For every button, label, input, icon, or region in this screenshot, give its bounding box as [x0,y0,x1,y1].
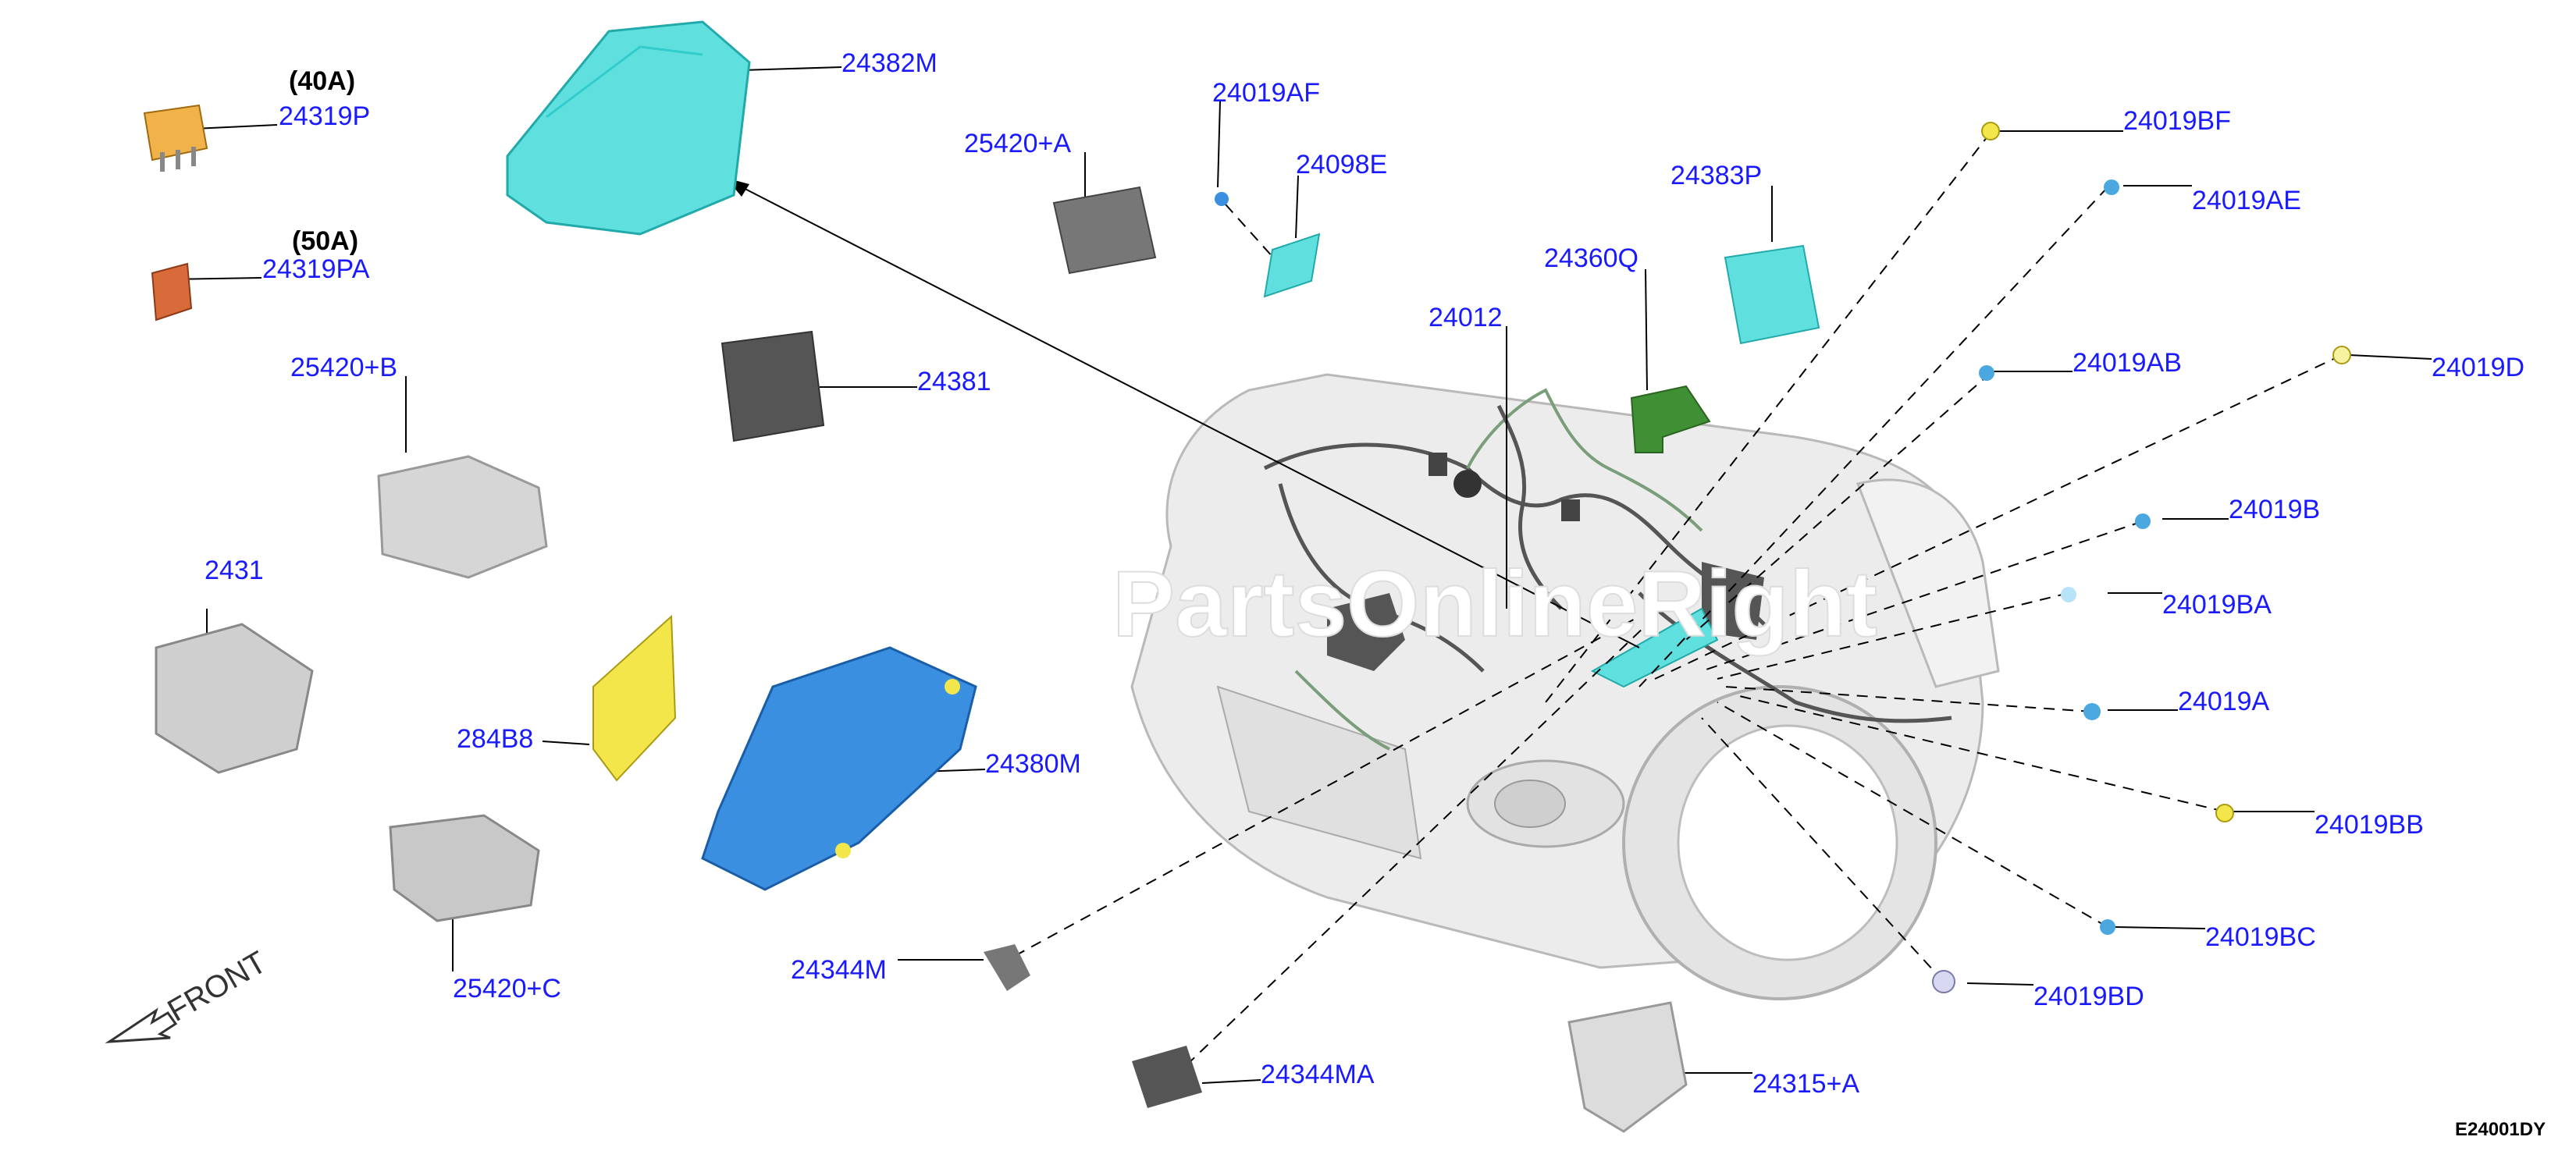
watermark-text: PartsOnlineRight [1112,552,1877,656]
bracket-24360Q[interactable] [1630,385,1711,453]
wiring-harness [1263,388,1952,751]
label-24019AB[interactable]: 24019AB [2073,348,2182,378]
clip-24344MA[interactable] [1132,1046,1202,1108]
label-24319PA[interactable]: 24319PA [262,254,370,284]
label-24019BD[interactable]: 24019BD [2033,982,2144,1011]
label-24381[interactable]: 24381 [917,367,991,396]
label-24019A[interactable]: 24019A [2178,687,2270,716]
label-24380M[interactable]: 24380M [985,749,1081,779]
rating-50a: (50A) [292,226,358,256]
label-2431[interactable]: 2431 [205,556,264,585]
label-24315A[interactable]: 24315+A [1752,1069,1859,1099]
clip-24019BC[interactable] [2100,919,2115,935]
label-24382M[interactable]: 24382M [841,48,938,78]
label-24019AF[interactable]: 24019AF [1212,78,1320,108]
fuse-box-lower-24315A[interactable] [1567,1001,1688,1133]
label-24019BB[interactable]: 24019BB [2314,810,2424,840]
label-24098E[interactable]: 24098E [1296,150,1387,179]
clip-24019A[interactable] [2083,703,2101,720]
label-25420B[interactable]: 25420+B [290,353,397,382]
connector-24383P[interactable] [1724,244,1820,345]
bracket-25420B[interactable] [377,455,548,579]
fuse-box-cover-24382M[interactable] [506,20,751,236]
label-24019BF[interactable]: 24019BF [2123,106,2231,136]
bracket-24098E[interactable] [1263,233,1321,298]
label-24344MA[interactable]: 24344MA [1261,1060,1375,1089]
tire [1622,685,1937,1000]
front-direction-indicator: FRONT [105,945,272,1043]
clip-24019D[interactable] [2332,346,2351,364]
label-24012[interactable]: 24012 [1429,303,1503,332]
bracket-284B8[interactable] [592,614,677,782]
label-24019B[interactable]: 24019B [2229,495,2320,524]
label-24019D[interactable]: 24019D [2432,353,2524,382]
clip-24019BB[interactable] [2215,804,2234,822]
clip-24019BA[interactable] [2061,587,2076,602]
label-284B8[interactable]: 284B8 [457,724,533,754]
clip-24019BD[interactable] [1932,970,1955,993]
clip-24344M[interactable] [984,944,1030,991]
diagram-code: E24001DY [2455,1119,2546,1140]
bracket-25420A[interactable] [1052,186,1157,275]
clip-24019BF[interactable] [1981,122,2000,140]
label-24319P[interactable]: 24319P [279,101,370,131]
fuse-40A-24319P[interactable] [143,104,208,172]
fuse-50A-24319PA[interactable] [151,262,193,321]
clip-24019B[interactable] [2135,513,2151,529]
clip-24019AE[interactable] [2104,179,2119,195]
relay-block-24381[interactable] [720,330,825,442]
rating-40a: (40A) [289,66,355,96]
fuse-box-lower-2431[interactable] [155,623,314,774]
label-24383P[interactable]: 24383P [1670,161,1762,190]
leader-lines [167,66,2432,1084]
label-24344M[interactable]: 24344M [791,955,887,985]
bracket-25420C[interactable] [389,814,540,922]
battery-tray-24380M[interactable] [701,646,977,891]
front-end-assembly [1130,373,2000,1000]
label-24019BC[interactable]: 24019BC [2205,922,2316,952]
clip-24019AB[interactable] [1979,365,1994,381]
label-24019BA[interactable]: 24019BA [2162,590,2272,620]
label-24019AE[interactable]: 24019AE [2192,186,2301,215]
label-25420C[interactable]: 25420+C [453,974,561,1003]
label-25420A[interactable]: 25420+A [964,129,1071,158]
clip-24019AF[interactable] [1215,192,1229,206]
front-label: FRONT [162,945,272,1028]
label-24360Q[interactable]: 24360Q [1544,243,1638,273]
